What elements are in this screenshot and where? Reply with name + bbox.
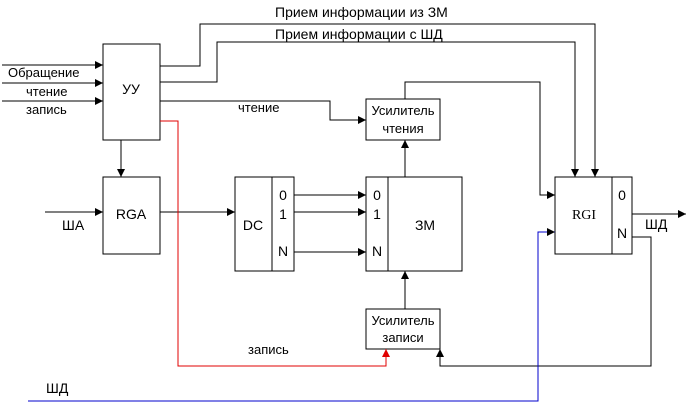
write-amp-box xyxy=(365,308,441,350)
info-from-memory-label: Прием информации из ЗМ xyxy=(275,4,448,20)
read-amp-box xyxy=(365,98,441,141)
address-bus-label: ША xyxy=(62,217,85,233)
control-unit-box xyxy=(102,43,161,141)
rgi-box xyxy=(554,176,613,255)
rgi-title: RGI xyxy=(572,208,596,223)
control-unit-title: УУ xyxy=(122,81,140,97)
write-signal-label: запись xyxy=(248,342,289,357)
memory-title: ЗМ xyxy=(415,217,435,233)
decoder-title: DC xyxy=(243,217,263,233)
rgi-bit-n: N xyxy=(617,225,627,241)
decoder-outputs-box xyxy=(271,176,295,272)
rgi-bit-0: 0 xyxy=(618,187,626,203)
memory-box xyxy=(387,176,463,272)
rga-box xyxy=(102,176,161,255)
read-amp-line2: чтения xyxy=(382,121,423,136)
info-from-bus-wire xyxy=(160,41,579,177)
data-bus-label: ШД xyxy=(46,380,69,396)
write-amp-line1: Усилитель xyxy=(372,313,435,328)
decoder-output-0: 0 xyxy=(279,187,287,203)
memory-row-1: 1 xyxy=(373,206,381,222)
memory-row-n: N xyxy=(372,243,382,259)
rgi-output-label: ШД xyxy=(645,216,668,232)
input-read-label: чтение xyxy=(26,84,67,99)
decoder-output-n: N xyxy=(278,243,288,259)
read-signal-wire xyxy=(160,100,366,124)
rga-title: RGA xyxy=(116,206,147,222)
memory-row-0: 0 xyxy=(373,187,381,203)
decoder-output-1: 1 xyxy=(279,206,287,222)
read-amp-line1: Усилитель xyxy=(372,103,435,118)
rgi-bits-box xyxy=(611,176,633,255)
info-from-bus-label: Прием информации с ШД xyxy=(275,26,443,42)
write-control-wire xyxy=(160,120,390,367)
read-amp-to-rgi-wire xyxy=(404,81,555,199)
read-signal-label: чтение xyxy=(238,100,279,115)
input-access-label: Обращение xyxy=(8,65,79,80)
data-bus-wire xyxy=(28,228,555,402)
info-from-memory-wire xyxy=(160,23,599,177)
decoder-box xyxy=(234,176,273,272)
rgi-to-write-amp-wire xyxy=(436,236,652,367)
write-amp-line2: записи xyxy=(382,330,423,345)
input-write-label: запись xyxy=(26,102,67,117)
